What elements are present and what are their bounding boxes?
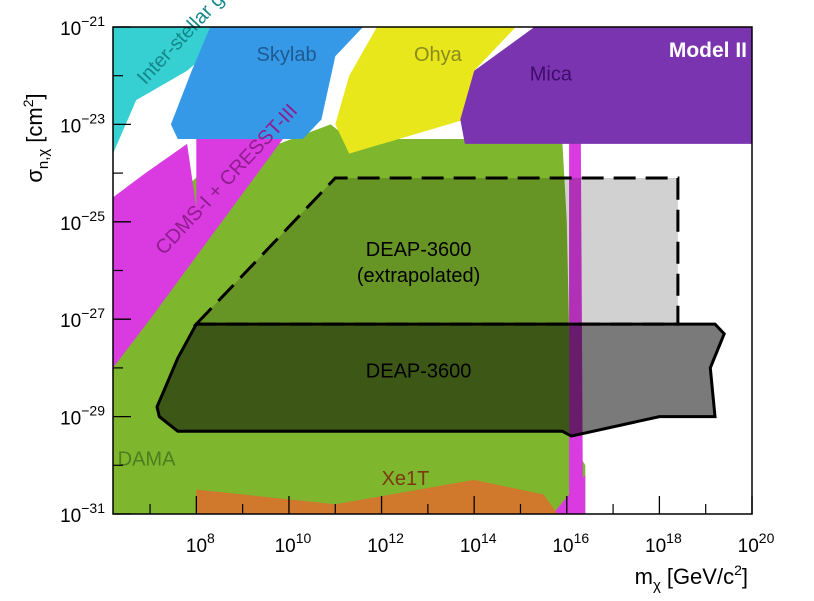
y-tick-label: 10−29 [60, 403, 105, 430]
x-tick-label: 1018 [645, 530, 682, 557]
y-tick-label: 10−21 [60, 13, 105, 40]
axis-ticks: 108 1010 1012 1014 1016 1018 1020 10−21 10−23 10−… [60, 13, 774, 557]
x-tick-label: 1014 [460, 530, 497, 557]
region-ohya [335, 27, 516, 154]
y-axis-title-unit-sup: 2 [20, 99, 36, 107]
x-tick-label: 1010 [275, 530, 312, 557]
y-axis-title-unit: [cm [22, 107, 47, 142]
y-tick-label: 10−25 [60, 208, 105, 235]
label-dama: DAMA [118, 448, 176, 470]
y-tick-label: 10−23 [60, 110, 105, 137]
x-axis-title-main: m [635, 564, 653, 589]
exclusion-regions [113, 27, 752, 515]
y-tick-label: 10−27 [60, 305, 105, 332]
label-ohya: Ohya [414, 44, 463, 66]
x-axis-title-unit: [GeV/c [667, 564, 734, 589]
region-skylab [170, 27, 363, 139]
region-gas [113, 27, 238, 154]
label-deap_extra: DEAP-3600(extrapolated) [357, 239, 480, 287]
x-axis-title-unit-sup: 2 [734, 562, 742, 578]
region-mica [460, 27, 752, 144]
y-axis-title-main: σ [22, 169, 47, 183]
region-cdms [113, 100, 294, 368]
x-tick-label: 108 [186, 530, 215, 557]
label-mica: Mica [530, 64, 573, 86]
region-deap [155, 322, 726, 438]
y-axis-title-sub: n,χ [35, 149, 52, 170]
y-axis-title-unit-end: ] [22, 93, 47, 99]
x-axis-title-unit-end: ] [742, 564, 748, 589]
label-deap: DEAP-3600 [366, 361, 472, 383]
label-skylab: Skylab [257, 44, 317, 66]
x-tick-label: 1016 [552, 530, 589, 557]
x-tick-label: 1012 [367, 530, 404, 557]
model-label: Model II [669, 39, 747, 62]
y-tick-label: 10−31 [60, 500, 105, 527]
y-axis-title: σn,χ [cm2] [20, 93, 52, 182]
x-tick-label: 1020 [738, 530, 775, 557]
x-axis-title: mχ [GeV/c2] [635, 562, 748, 594]
x-axis-title-sub: χ [653, 577, 661, 594]
label-xe1t: Xe1T [382, 468, 430, 490]
region-xe1t [196, 479, 558, 514]
